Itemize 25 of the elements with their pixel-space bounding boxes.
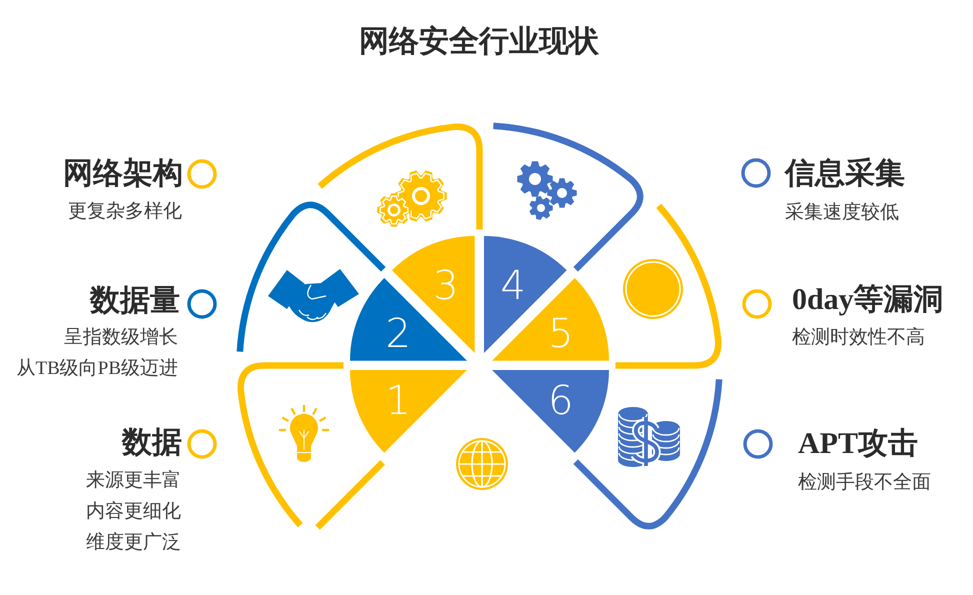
- step-number: 3: [433, 266, 459, 306]
- step-number: 2: [385, 314, 411, 354]
- step-number: 4: [500, 266, 526, 306]
- pie-wedge: [484, 236, 568, 354]
- item-description: 来源更丰富: [86, 470, 181, 492]
- pie-wedge: [350, 370, 468, 454]
- item-heading: 信息采集: [785, 156, 905, 192]
- item-heading: APT攻击: [798, 426, 918, 462]
- item-description: 维度更广泛: [86, 532, 181, 554]
- item-description: 采集速度较低: [785, 202, 899, 224]
- item-description: 内容更细化: [86, 501, 181, 523]
- item-description: 呈指数级增长: [64, 327, 178, 349]
- step-number: 6: [548, 381, 574, 422]
- step-number: 5: [548, 314, 574, 354]
- item-heading: 数据: [122, 426, 182, 460]
- step-number: 1: [385, 381, 411, 422]
- pie-wedge: [492, 370, 608, 454]
- item-heading: 0day等漏洞: [792, 282, 944, 318]
- diagram-title: 网络安全行业现状: [359, 24, 599, 60]
- item-description: 检测时效性不高: [792, 327, 925, 349]
- item-heading: 数据量: [90, 284, 180, 318]
- item-description: 检测手段不全面: [798, 472, 931, 494]
- item-heading: 网络架构: [63, 156, 183, 192]
- item-description: 更复杂多样化: [68, 201, 182, 223]
- item-description: 从TB级向PB级迈进: [16, 358, 178, 380]
